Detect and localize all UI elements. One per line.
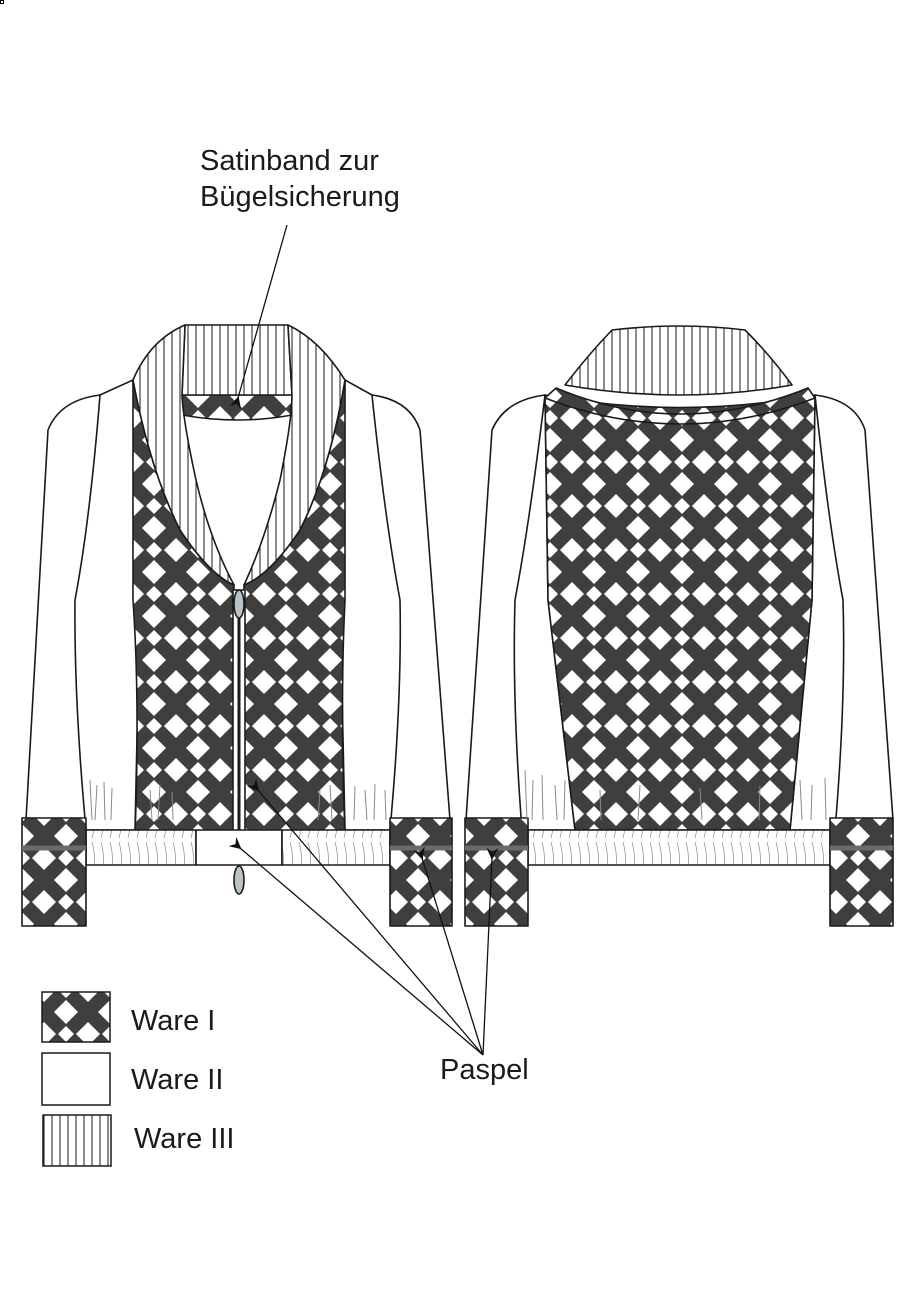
front-waistband-right	[281, 829, 391, 866]
paspel-leader-3	[413, 846, 484, 1056]
front-shawl-collar-left	[132, 324, 235, 586]
back-left-cuff	[464, 817, 529, 927]
legend-label-ware1: Ware I	[131, 1005, 216, 1037]
back-waistband	[527, 829, 831, 866]
satinband-label-line2: Bügelsicherung	[200, 181, 400, 213]
callout-lines	[228, 224, 499, 1056]
front-waistband-center	[195, 829, 283, 866]
satinband-label: Satinband zur Bügelsicherung	[200, 143, 400, 215]
back-neck-band	[544, 387, 816, 425]
satinband-label-line1: Satinband zur	[200, 145, 379, 177]
paspel-label: Paspel	[440, 1054, 529, 1086]
corner-crop-mark	[0, 0, 4, 4]
front-waistband-left	[85, 829, 197, 866]
legend-label-ware3: Ware III	[134, 1123, 235, 1155]
legend-swatch-ware2	[41, 1052, 111, 1106]
paspel-leader-2	[228, 836, 484, 1056]
back-right-cuff	[829, 817, 894, 927]
front-right-side-panel	[339, 379, 402, 831]
back-hem-fringe	[524, 769, 827, 821]
legend-swatch-ware3	[42, 1114, 112, 1167]
front-left-cuff	[21, 817, 87, 927]
jacket-back-view	[464, 325, 894, 927]
paspel-leader-4	[482, 847, 499, 1056]
back-body	[544, 394, 816, 831]
front-inner-neck-band	[181, 394, 293, 421]
paspel-leader-1	[246, 778, 484, 1056]
legend-swatch-ware1	[41, 991, 111, 1043]
front-right-cuff	[389, 817, 453, 927]
front-back-collar	[181, 324, 293, 396]
front-hem-fringe	[89, 779, 387, 821]
satinband-leader	[229, 224, 288, 410]
legend-label-ware2: Ware II	[131, 1064, 224, 1096]
zipper-pull-bottom	[233, 865, 245, 895]
front-shawl-collar-right	[243, 324, 346, 586]
back-right-side-panel	[789, 394, 845, 831]
back-collar	[564, 325, 793, 396]
jacket-front-view	[21, 324, 453, 927]
zipper-pull-top	[233, 589, 245, 619]
front-left-side-panel	[74, 379, 141, 831]
legend	[41, 991, 112, 1167]
back-left-side-panel	[513, 394, 576, 831]
